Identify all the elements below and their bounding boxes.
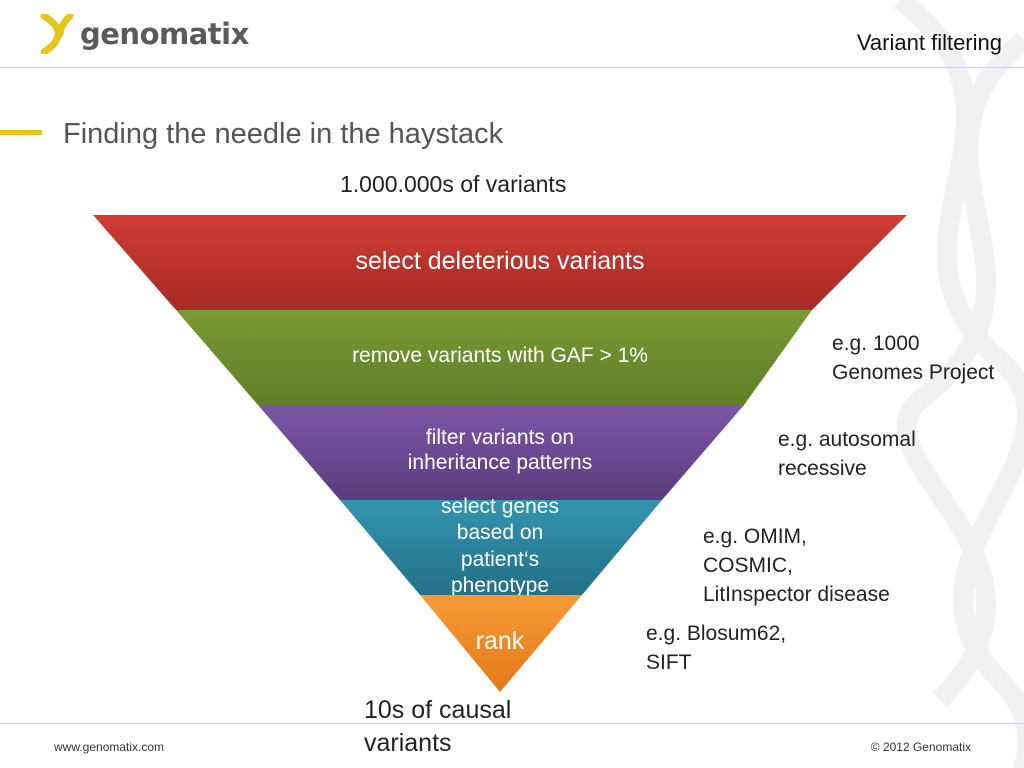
funnel-stage-3 [258, 405, 744, 500]
slide-title: Finding the needle in the haystack [63, 118, 504, 150]
funnel-stage-1 [93, 215, 907, 310]
page-title-header: Variant filtering [856, 30, 1002, 55]
stage-label-4: select genes based on patient‘s phenotyp… [441, 495, 559, 595]
stage-label-5: rank [475, 627, 525, 655]
note-stage-3: e.g. autosomal recessive [778, 428, 916, 480]
footer-url: www.genomatix.com [54, 740, 165, 754]
funnel-stage-2 [176, 310, 812, 405]
title-accent-bar [0, 130, 42, 135]
logo-wordmark: genomatix [80, 17, 249, 51]
note-stage-2: e.g. 1000 Genomes Project [832, 332, 995, 384]
funnel-stage-5 [420, 595, 582, 692]
genomatix-logo: genomatix [40, 14, 249, 54]
footer-copyright: © 2012 Genomatix [870, 740, 971, 754]
header-divider [0, 67, 1024, 68]
funnel-bottom-label: 10s of causal variants [364, 696, 512, 757]
stage-label-2: remove variants with GAF > 1% [352, 344, 648, 367]
note-stage-5: e.g. Blosum62, SIFT [646, 622, 787, 674]
stage-label-3: filter variants on inheritance patterns [407, 426, 593, 474]
note-stage-4: e.g. OMIM, COSMIC, LitInspector disease [703, 525, 890, 606]
logo-mark-icon [40, 14, 74, 54]
funnel-top-label: 1.000.000s of variants [340, 171, 567, 197]
footer-divider [0, 723, 1024, 724]
stage-label-1: select deleterious variants [355, 247, 645, 275]
funnel-stage-4 [340, 500, 662, 595]
